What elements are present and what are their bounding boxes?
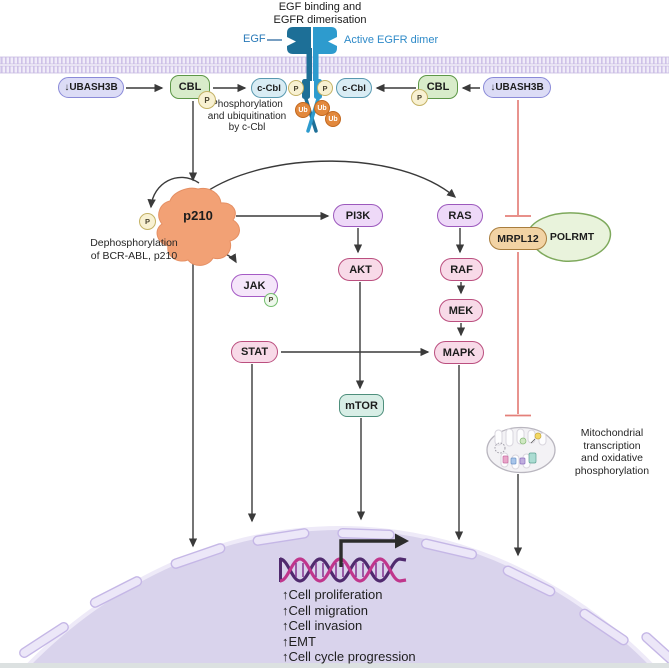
phosphate-receptor-right: P bbox=[317, 80, 333, 96]
ubiquitination-line-3: by c-Cbl bbox=[228, 122, 266, 133]
phosphate-cbl-left: P bbox=[198, 91, 216, 109]
ubiquitin-2: Ub bbox=[314, 100, 330, 116]
node-ccbl-left: c-Cbl bbox=[251, 78, 287, 98]
node-raf: RAF bbox=[440, 258, 483, 281]
mitochondrion-icon bbox=[486, 426, 556, 474]
mtdna-icon bbox=[494, 442, 506, 454]
polrmt-blob bbox=[526, 212, 612, 262]
p210-protein-blob bbox=[156, 187, 240, 266]
outcome-cell-proliferation: ↑Cell proliferation bbox=[282, 587, 383, 602]
dephospho-line-1: Dephosphorylation bbox=[90, 237, 178, 249]
node-stat: STAT bbox=[231, 341, 278, 363]
signal-arrows bbox=[126, 83, 523, 557]
outcome-emt: ↑EMT bbox=[282, 633, 316, 649]
outcome-cell-cycle: ↑Cell cycle progression bbox=[282, 649, 416, 665]
dephosphorylation-annotation: Dephosphorylation of BCR-ABL, p210 bbox=[84, 237, 184, 263]
mito-line-3: and oxidative bbox=[581, 452, 643, 464]
title-line-1: EGF binding and bbox=[278, 1, 362, 13]
node-mapk: MAPK bbox=[434, 341, 484, 364]
mito-line-1: Mitochondrial bbox=[580, 427, 644, 439]
node-mtor: mTOR bbox=[339, 394, 384, 417]
ubiquitination-annotation: Phosphorylation and ubiquitination by c-… bbox=[186, 99, 308, 134]
phosphate-receptor-left: P bbox=[288, 80, 304, 96]
node-ccbl-right: c-Cbl bbox=[336, 78, 372, 98]
ubiquitin-3: Ub bbox=[325, 111, 341, 127]
transcription-arrow bbox=[339, 533, 409, 567]
mitochondria-annotation: Mitochondrial transcription and oxidativ… bbox=[558, 427, 666, 477]
node-akt: AKT bbox=[338, 258, 383, 281]
phosphate-jak: P bbox=[264, 293, 278, 307]
mito-line-4: phosphorylation bbox=[574, 464, 650, 477]
phosphate-cbl-right: P bbox=[411, 89, 428, 106]
figure-title: EGF binding and EGFR dimerisation bbox=[240, 1, 400, 26]
node-ubash3b-right: ↓UBASH3B bbox=[483, 77, 551, 98]
node-mek: MEK bbox=[439, 299, 483, 322]
node-polrmt: POLRMT bbox=[549, 231, 595, 243]
node-ras: RAS bbox=[437, 204, 483, 227]
outcome-list: ↑Cell proliferation ↑Cell migration ↑Cel… bbox=[282, 587, 416, 665]
phosphate-released: P bbox=[139, 213, 156, 230]
ubiquitin-1: Ub bbox=[295, 102, 311, 118]
node-p210: p210 bbox=[183, 208, 213, 223]
plasma-membrane bbox=[0, 56, 669, 74]
node-ubash3b-left: ↓UBASH3B bbox=[58, 77, 124, 98]
arrow-p210-to-phosphate bbox=[147, 176, 200, 209]
inhibition-lines bbox=[505, 100, 531, 417]
node-jak: JAK bbox=[231, 274, 278, 297]
mito-line-2: transcription bbox=[583, 439, 641, 452]
ubiquitination-line-1: Phosphorylation bbox=[211, 99, 283, 110]
ubiquitination-line-2: and ubiquitination bbox=[207, 110, 287, 122]
active-egfr-dimer-label: Active EGFR dimer bbox=[344, 34, 439, 46]
outcome-cell-migration: ↑Cell migration bbox=[282, 602, 368, 618]
title-line-2: EGFR dimerisation bbox=[273, 13, 367, 26]
arrow-p210-to-ras bbox=[205, 160, 457, 198]
bottom-edge-strip bbox=[0, 663, 669, 668]
node-pi3k: PI3K bbox=[333, 204, 383, 227]
egf-label: EGF bbox=[243, 33, 266, 45]
nucleus bbox=[19, 526, 669, 668]
nuclear-envelope-segments bbox=[19, 527, 669, 668]
outcome-cell-invasion: ↑Cell invasion bbox=[282, 618, 363, 634]
node-mrpl12: MRPL12 bbox=[489, 227, 547, 250]
dephospho-line-2: of BCR-ABL, p210 bbox=[90, 250, 178, 262]
